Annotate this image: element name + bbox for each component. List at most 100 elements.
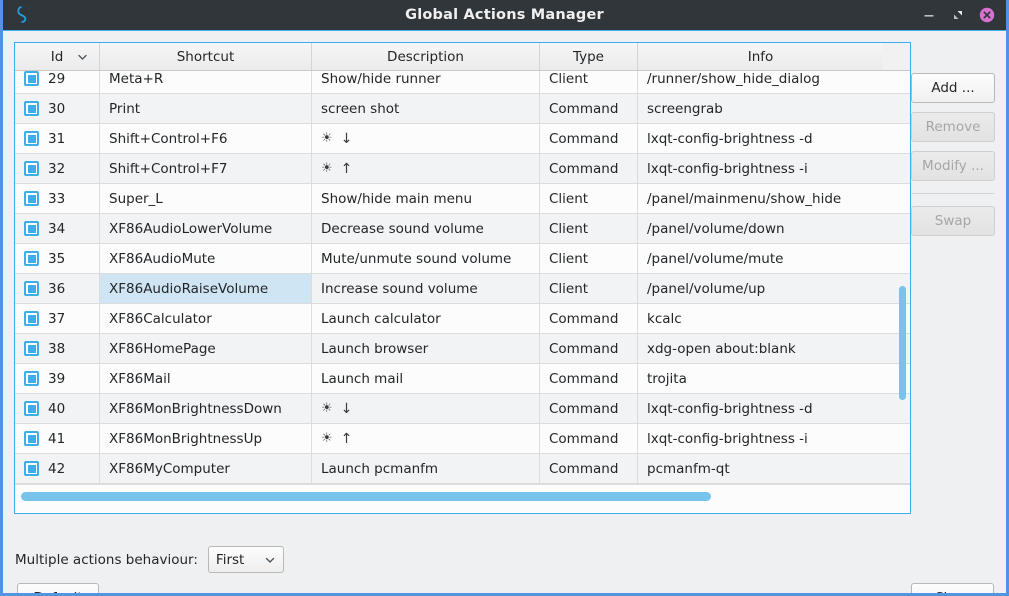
enabled-checkbox[interactable] xyxy=(24,131,39,146)
cell-description[interactable]: Launch calculator xyxy=(312,304,540,333)
multiple-actions-behaviour-select[interactable]: First xyxy=(207,546,284,573)
cell-type[interactable]: Command xyxy=(540,364,638,393)
minimize-button[interactable] xyxy=(921,7,937,23)
enabled-checkbox[interactable] xyxy=(24,311,39,326)
cell-type[interactable]: Client xyxy=(540,274,638,303)
cell-description[interactable]: Decrease sound volume xyxy=(312,214,540,243)
enabled-checkbox[interactable] xyxy=(24,251,39,266)
cell-id[interactable]: 32 xyxy=(15,154,100,183)
remove-button[interactable]: Remove xyxy=(911,112,995,142)
cell-shortcut[interactable]: XF86AudioLowerVolume xyxy=(100,214,312,243)
actions-table[interactable]: Id Shortcut Description Type xyxy=(14,42,911,514)
enabled-checkbox[interactable] xyxy=(24,341,39,356)
enabled-checkbox[interactable] xyxy=(24,101,39,116)
cell-description[interactable]: Launch browser xyxy=(312,334,540,363)
cell-type[interactable]: Client xyxy=(540,184,638,213)
cell-info[interactable]: lxqt-config-brightness -i xyxy=(647,160,808,177)
enabled-checkbox[interactable] xyxy=(24,431,39,446)
cell-id[interactable]: 41 xyxy=(15,424,100,453)
cell-shortcut[interactable]: XF86MonBrightnessDown xyxy=(100,394,312,423)
enabled-checkbox[interactable] xyxy=(24,461,39,476)
cell-type[interactable]: Command xyxy=(540,124,638,153)
cell-id[interactable]: 38 xyxy=(15,334,100,363)
cell-description[interactable]: ☀↓ xyxy=(312,394,540,423)
cell-info[interactable]: trojita xyxy=(647,370,687,387)
vertical-scrollbar[interactable] xyxy=(897,73,908,482)
cell-shortcut[interactable]: XF86AudioMute xyxy=(100,244,312,273)
cell-id[interactable]: 31 xyxy=(15,124,100,153)
cell-type[interactable]: Command xyxy=(540,394,638,423)
cell-id[interactable]: 36 xyxy=(15,274,100,303)
cell-description[interactable]: Launch mail xyxy=(312,364,540,393)
cell-type[interactable]: Client xyxy=(540,244,638,273)
cell-type[interactable]: Client xyxy=(540,71,638,93)
enabled-checkbox[interactable] xyxy=(24,401,39,416)
cell-type[interactable]: Command xyxy=(540,334,638,363)
cell-description[interactable]: Increase sound volume xyxy=(312,274,540,303)
cell-description[interactable]: ☀↓ xyxy=(312,124,540,153)
horizontal-scrollbar-thumb[interactable] xyxy=(21,492,711,501)
column-header-id[interactable]: Id xyxy=(15,43,100,70)
default-button[interactable]: Default xyxy=(17,583,99,593)
cell-info[interactable]: kcalc xyxy=(647,310,682,327)
cell-id[interactable]: 30 xyxy=(15,94,100,123)
cell-shortcut[interactable]: XF86HomePage xyxy=(100,334,312,363)
maximize-restore-button[interactable] xyxy=(950,7,966,23)
cell-type[interactable]: Command xyxy=(540,424,638,453)
cell-id[interactable]: 42 xyxy=(15,454,100,483)
cell-id[interactable]: 37 xyxy=(15,304,100,333)
cell-info[interactable]: /panel/volume/mute xyxy=(647,250,784,267)
cell-shortcut[interactable]: XF86Mail xyxy=(100,364,312,393)
cell-shortcut[interactable]: Shift+Control+F7 xyxy=(100,154,312,183)
cell-description[interactable]: Launch pcmanfm xyxy=(312,454,540,483)
cell-info[interactable]: screengrab xyxy=(647,100,723,117)
cell-id[interactable]: 33 xyxy=(15,184,100,213)
cell-info[interactable]: lxqt-config-brightness -i xyxy=(647,430,808,447)
vertical-scrollbar-thumb[interactable] xyxy=(899,285,906,401)
cell-type[interactable]: Command xyxy=(540,94,638,123)
enabled-checkbox[interactable] xyxy=(24,371,39,386)
enabled-checkbox[interactable] xyxy=(24,221,39,236)
cell-info[interactable]: /runner/show_hide_dialog xyxy=(647,71,820,87)
cell-info[interactable]: xdg-open about:blank xyxy=(647,340,796,357)
cell-info[interactable]: /panel/mainmenu/show_hide xyxy=(647,190,842,207)
cell-type[interactable]: Command xyxy=(540,454,638,483)
cell-shortcut[interactable]: XF86Calculator xyxy=(100,304,312,333)
cell-info[interactable]: /panel/volume/up xyxy=(647,280,766,297)
cell-type[interactable]: Command xyxy=(540,304,638,333)
close-button-titlebar[interactable] xyxy=(979,7,995,23)
cell-shortcut[interactable]: Print xyxy=(100,94,312,123)
cell-type[interactable]: Client xyxy=(540,214,638,243)
column-header-description[interactable]: Description xyxy=(312,43,540,70)
cell-shortcut[interactable]: XF86AudioRaiseVolume xyxy=(100,274,312,303)
cell-description[interactable]: Mute/unmute sound volume xyxy=(312,244,540,273)
column-header-type[interactable]: Type xyxy=(540,43,638,70)
cell-id[interactable]: 34 xyxy=(15,214,100,243)
enabled-checkbox[interactable] xyxy=(24,281,39,296)
cell-id[interactable]: 29 xyxy=(15,71,100,93)
cell-shortcut[interactable]: Shift+Control+F6 xyxy=(100,124,312,153)
cell-type[interactable]: Command xyxy=(540,154,638,183)
enabled-checkbox[interactable] xyxy=(24,71,39,86)
cell-id[interactable]: 35 xyxy=(15,244,100,273)
title-bar[interactable]: Global Actions Manager xyxy=(3,0,1006,31)
column-header-shortcut[interactable]: Shortcut xyxy=(100,43,312,70)
cell-info[interactable]: /panel/volume/down xyxy=(647,220,785,237)
enabled-checkbox[interactable] xyxy=(24,161,39,176)
cell-info[interactable]: lxqt-config-brightness -d xyxy=(647,400,813,417)
cell-shortcut[interactable]: XF86MyComputer xyxy=(100,454,312,483)
cell-shortcut[interactable]: Super_L xyxy=(100,184,312,213)
add-button[interactable]: Add ... xyxy=(911,73,995,103)
